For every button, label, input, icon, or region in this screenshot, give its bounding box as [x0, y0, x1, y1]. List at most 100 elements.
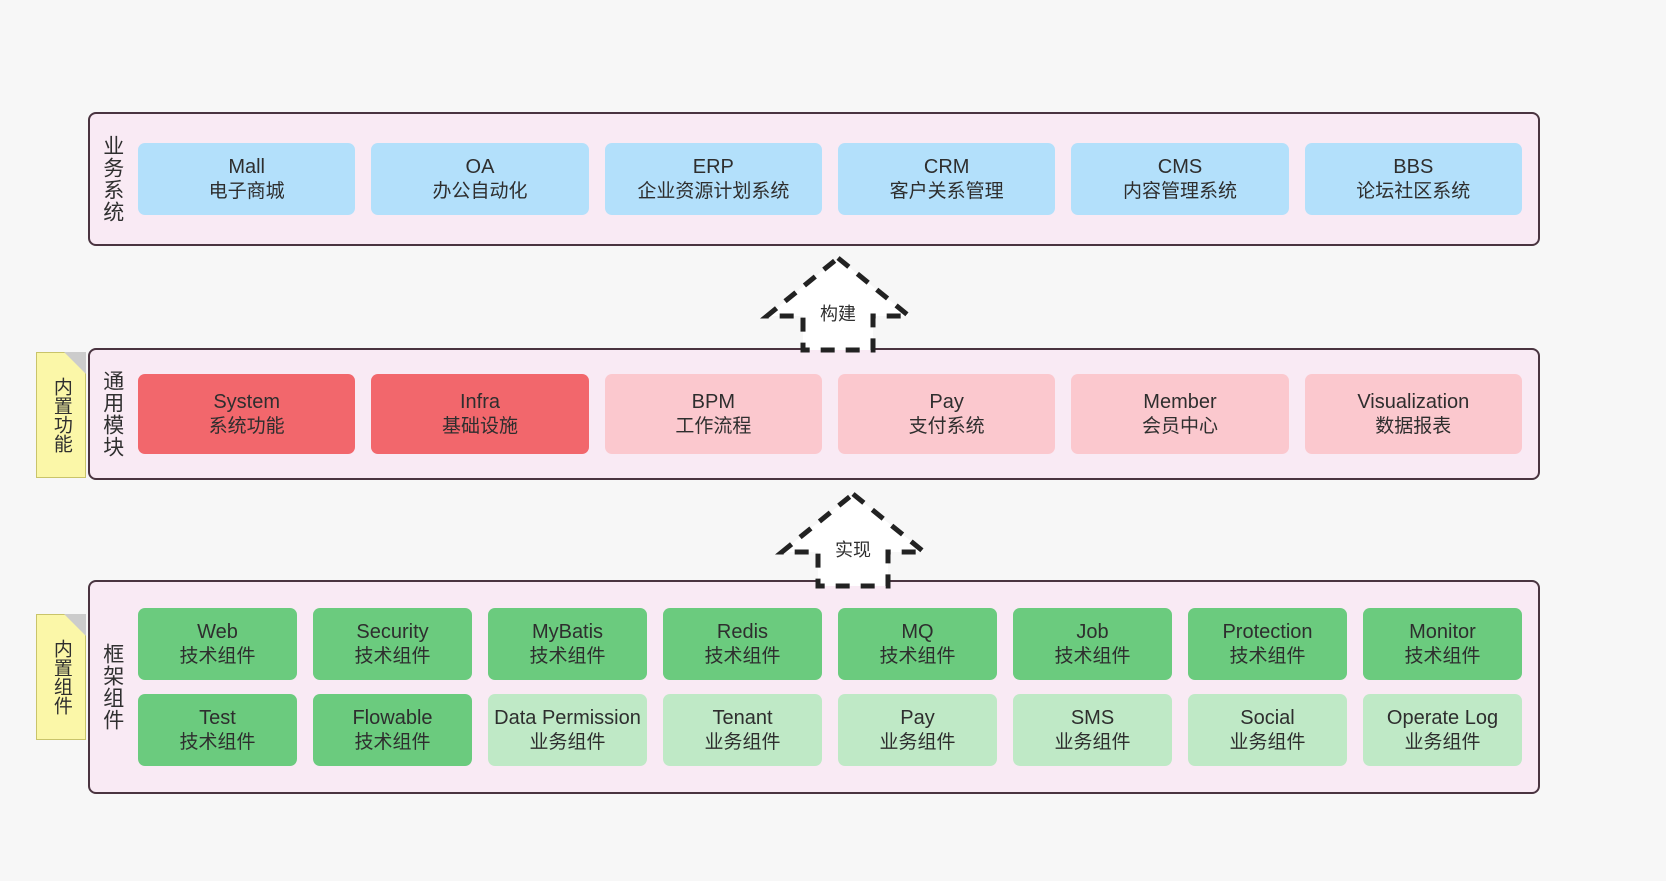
module-card-name: CRM: [923, 156, 970, 179]
connector-realize-label: 实现: [835, 540, 871, 560]
module-card-desc: 技术组件: [704, 645, 781, 667]
connector-realize: 实现: [774, 490, 932, 589]
module-card-desc: 工作流程: [675, 415, 752, 437]
module-card-desc: 业务组件: [1054, 731, 1131, 753]
module-card-desc: 会员中心: [1141, 415, 1218, 437]
module-card-desc: 技术组件: [179, 645, 256, 667]
module-card-name: Social: [1240, 707, 1295, 730]
module-card-name: Redis: [716, 621, 769, 644]
module-card-desc: 办公自动化: [432, 180, 528, 202]
note-builtin-components: 内置组件: [36, 614, 86, 740]
module-card-name: System: [213, 391, 280, 414]
module-card-desc: 技术组件: [879, 645, 956, 667]
module-card-name: Pay: [900, 707, 935, 730]
band-label-business-systems: 业务系统: [100, 135, 124, 223]
dashed-arrow-up-icon: [774, 490, 932, 589]
module-card-desc: 技术组件: [354, 645, 431, 667]
module-card-name: Protection: [1222, 621, 1313, 644]
module-card-name: Job: [1076, 621, 1109, 644]
module-card-desc: 业务组件: [704, 731, 781, 753]
module-card-desc: 技术组件: [529, 645, 606, 667]
module-card-name: Member: [1143, 391, 1217, 414]
module-card-name: Monitor: [1409, 621, 1476, 644]
connector-build-label: 构建: [820, 304, 856, 324]
note-builtin-functions: 内置功能: [36, 352, 86, 478]
module-card-name: MyBatis: [531, 621, 604, 644]
module-card-desc: 技术组件: [1054, 645, 1131, 667]
module-card-name: Tenant: [712, 707, 773, 730]
module-card-desc: 支付系统: [908, 415, 985, 437]
module-card-name: CMS: [1157, 156, 1203, 179]
module-card-name: Infra: [459, 391, 500, 414]
module-card-name: Test: [199, 707, 236, 730]
module-card-name: Flowable: [352, 707, 433, 730]
band-label-framework-components: 框架组件: [100, 643, 124, 731]
module-card-desc: 业务组件: [879, 731, 956, 753]
module-card-name: MQ: [901, 621, 934, 644]
dashed-arrow-up-icon: [759, 254, 917, 353]
module-card-name: Mall: [228, 156, 265, 179]
module-card-desc: 系统功能: [208, 415, 285, 437]
module-card-name: BPM: [691, 391, 735, 414]
module-card-desc: 电子商城: [208, 180, 285, 202]
module-card-desc: 技术组件: [1229, 645, 1306, 667]
module-card-desc: 数据报表: [1375, 415, 1452, 437]
module-card-name: SMS: [1070, 707, 1115, 730]
module-card-desc: 技术组件: [179, 731, 256, 753]
module-card-desc: 业务组件: [1229, 731, 1306, 753]
module-card-desc: 业务组件: [1404, 731, 1481, 753]
module-card-desc: 基础设施: [441, 415, 518, 437]
module-card-name: Operate Log: [1386, 707, 1499, 730]
module-card-name: Data Permission: [494, 707, 641, 730]
module-card-desc: 企业资源计划系统: [637, 180, 790, 202]
module-card-name: Pay: [929, 391, 964, 414]
module-card-desc: 内容管理系统: [1122, 180, 1237, 202]
connector-build: 构建: [759, 254, 917, 353]
module-card-name: Visualization: [1357, 391, 1470, 414]
module-card-name: Security: [356, 621, 429, 644]
module-card-desc: 论坛社区系统: [1356, 180, 1471, 202]
module-card-desc: 技术组件: [354, 731, 431, 753]
module-card-name: BBS: [1393, 156, 1434, 179]
band-label-common-modules: 通用模块: [100, 370, 124, 458]
module-card-name: OA: [465, 156, 495, 179]
module-card-name: Web: [197, 621, 238, 644]
module-card-desc: 客户关系管理: [889, 180, 1004, 202]
module-card-desc: 业务组件: [529, 731, 606, 753]
